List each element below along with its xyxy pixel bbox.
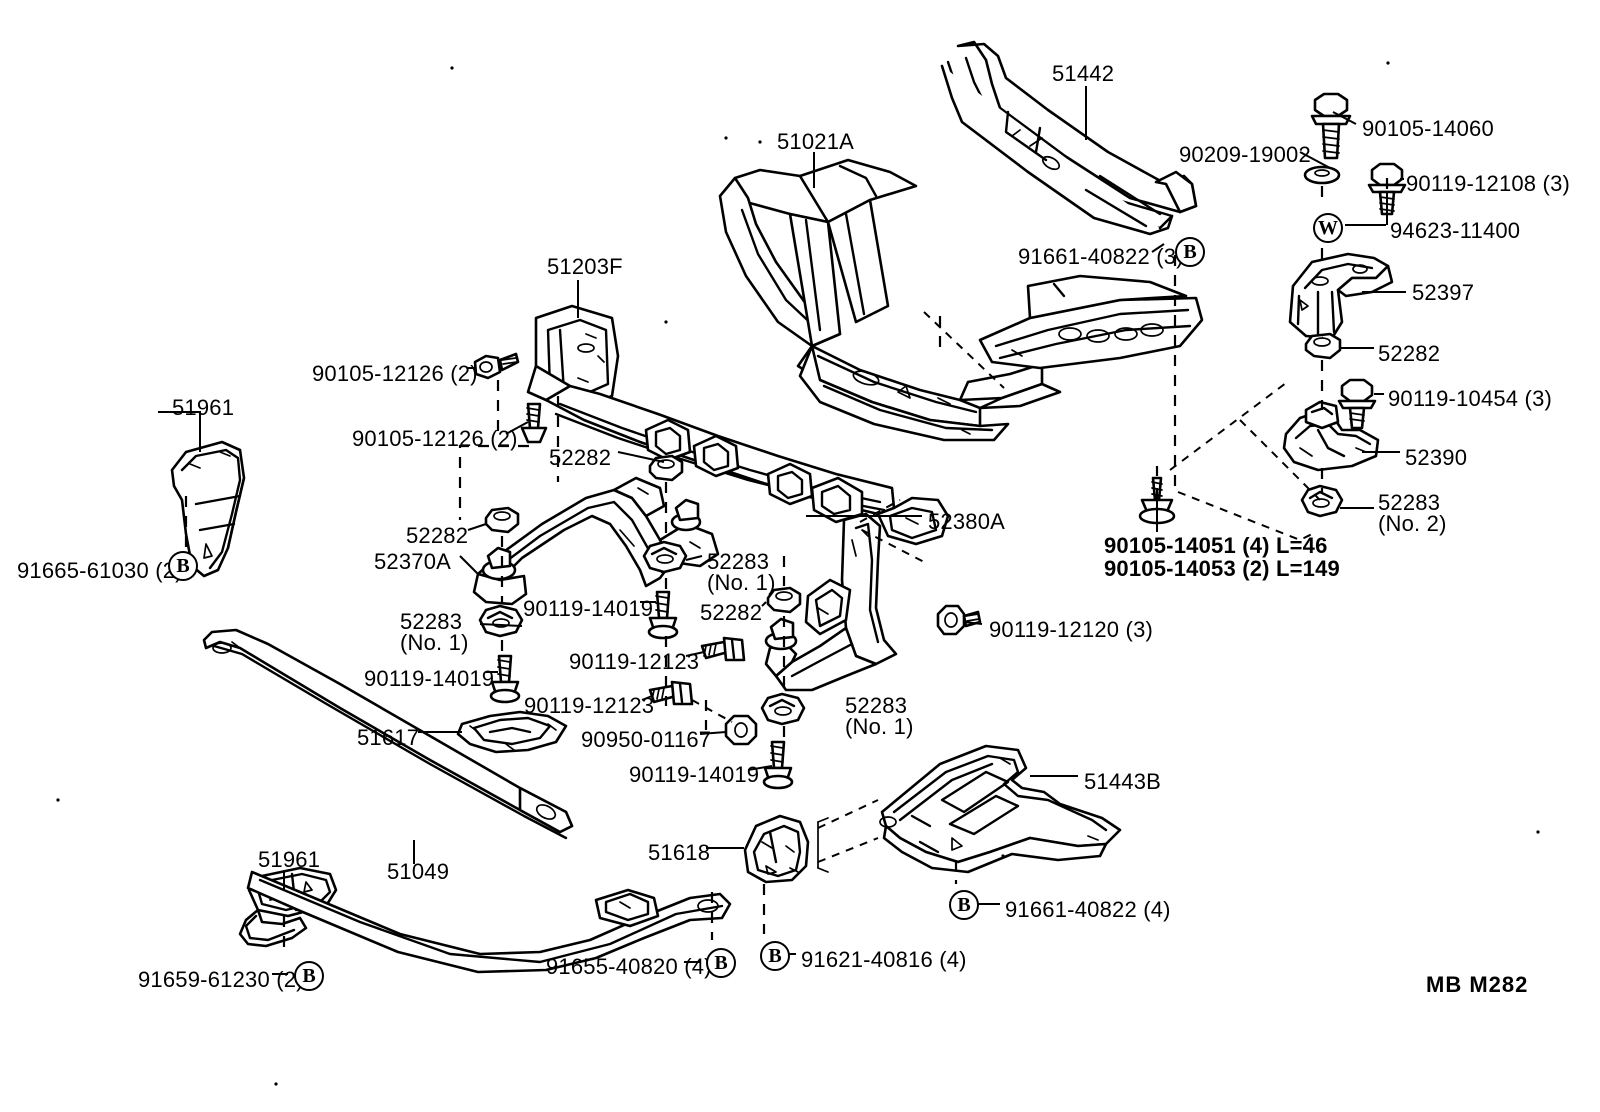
bolt-group-badge-b-91665-61030: B (168, 551, 198, 581)
fastener-52282-c (766, 586, 802, 614)
assembly-dashed-lines (184, 178, 1389, 956)
part-label-l9162140816: 91621-40816 (4) (801, 947, 967, 972)
part-label-l52282c: 52282 (406, 523, 469, 548)
bolt-group-badge-b-91621-40816: B (760, 941, 790, 971)
bolt-group-badge-b-91661-40822-3: B (1175, 237, 1205, 267)
part-label-line: 90105-14053 (2) L=149 (1104, 556, 1340, 582)
part-label-l9011914019a: 90119-14019 (523, 596, 654, 621)
part-label-l9011912123b: 90119-12123 (524, 693, 655, 718)
part-label-l9010514060: 90105-14060 (1362, 116, 1494, 141)
part-label-l52283d: 52283(No. 2) (1378, 491, 1447, 536)
part-label-qualifier: (No. 2) (1378, 511, 1447, 537)
part-51442-shape (940, 40, 1198, 236)
part-label-l51021a: 51021A (777, 129, 855, 154)
part-label-l51618: 51618 (648, 840, 711, 865)
part-label-l9010512126b: 90105-12126 (2) (352, 426, 518, 451)
fastener-90119-12120 (936, 604, 982, 636)
part-51617-shape (456, 710, 568, 754)
part-label-l9011912120: 90119-12120 (3) (989, 617, 1154, 642)
fastener-90105-12126-b (520, 402, 548, 444)
part-label-main: 52283 (1378, 490, 1441, 515)
fastener-52282-a (648, 454, 684, 482)
part-label-l9020919002: 90209-19002 (1179, 142, 1311, 167)
part-label-l52283a: 52283(No. 1) (707, 550, 776, 595)
part-label-l52282d: 52282 (700, 600, 763, 625)
fastener-90119-12123-a (700, 636, 746, 662)
fastener-52283-no2 (1300, 484, 1344, 518)
part-52370A-shape (472, 476, 720, 606)
part-label-l52370a: 52370A (374, 549, 452, 574)
bolt-group-badge-b-91659-61230: B (294, 961, 324, 991)
fastener-52283-c (760, 692, 806, 726)
part-label-l52380a: 52380A (928, 509, 1006, 534)
fastener-90119-14019-c (762, 740, 794, 790)
part-52397-shape (1288, 252, 1394, 340)
part-label-qualifier: (No. 1) (707, 570, 776, 596)
part-label-l52390: 52390 (1405, 445, 1468, 470)
sheet-watermark: MB M282 (1426, 972, 1529, 997)
fastener-52283-b (478, 604, 524, 638)
washer-group-badge-w-94623-11400: W (1313, 213, 1343, 243)
part-51961-upper-shape (170, 440, 246, 578)
part-label-l9166140822a: 91661-40822 (3) (1018, 244, 1184, 269)
fastener-90950-01167 (724, 714, 758, 746)
fastener-90105-14060 (1310, 92, 1352, 160)
fastener-52283-a (642, 540, 688, 574)
part-label-l9011914019b: 90119-14019 (364, 666, 495, 691)
part-label-l52283c: 52283(No. 1) (845, 694, 914, 739)
part-label-l51961b: 51961 (258, 847, 321, 872)
part-51203F-shape (526, 304, 950, 546)
part-label-l9011912123a: 90119-12123 (569, 649, 700, 674)
part-51443B-shape (879, 744, 1122, 874)
part-label-l52397: 52397 (1412, 280, 1475, 305)
part-label-qualifier: (No. 1) (845, 714, 914, 740)
part-label-l51443b: 51443B (1084, 769, 1162, 794)
part-label-l9011910454: 90119-10454 (3) (1388, 386, 1553, 411)
part-label-l51617: 51617 (357, 725, 420, 750)
part-label-l9010512126a: 90105-12126 (2) (312, 361, 478, 386)
part-label-l9462311400: 94623-11400 (1390, 218, 1521, 243)
part-label-main: 52283 (845, 693, 908, 718)
part-label-l51203f: 51203F (547, 254, 623, 279)
part-label-l51961a: 51961 (172, 395, 235, 420)
part-label-l9166561030: 91665-61030 (2)- (17, 558, 191, 583)
part-label-l51049: 51049 (387, 859, 450, 884)
part-label-l52282a: 52282 (1378, 341, 1441, 366)
part-label-l52282b: 52282 (549, 445, 612, 470)
part-label-main: 52283 (707, 549, 770, 574)
part-label-l51442: 51442 (1052, 61, 1115, 86)
bolt-group-badge-b-91661-40822-4: B (949, 890, 979, 920)
fastener-90119-14019-a (647, 590, 679, 640)
part-label-qualifier: (No. 1) (400, 630, 469, 656)
fastener-52282-b (484, 506, 520, 534)
fastener-90105-12126-a (473, 352, 520, 380)
fastener-90209-19002 (1303, 165, 1341, 185)
part-label-l9095001167: 90950-01167 (581, 727, 712, 752)
part-51618-shape (743, 814, 810, 884)
part-label-l9165961230: 91659-61230 (2)- (138, 967, 312, 992)
part-label-l9011914019c: 90119-14019 (629, 762, 760, 787)
part-label-main: 52283 (400, 609, 463, 634)
part-label-line: 90105-14051 (4) L=46 (1104, 533, 1328, 558)
part-label-l9166140822b: 91661-40822 (4) (1005, 897, 1171, 922)
part-52380A-shape (764, 512, 898, 692)
bolt-group-badge-b-91655-40820: B (706, 948, 736, 978)
leader-lines (158, 86, 1406, 975)
fastener-90119-10454 (1337, 378, 1377, 430)
part-label-l52283b: 52283(No. 1) (400, 610, 469, 655)
part-label-l9165540820: 91655-40820 (4)- (546, 954, 720, 979)
fastener-52282-right (1304, 332, 1342, 360)
fastener-90119-14019-b (489, 654, 521, 704)
fastener-90119-12123-b (648, 680, 694, 706)
part-51021A-shape (718, 158, 1204, 442)
part-label-l9011912108: 90119-12108 (3) (1406, 171, 1571, 196)
part-52390-shape (1282, 400, 1380, 472)
part-51049-shape (202, 628, 732, 974)
